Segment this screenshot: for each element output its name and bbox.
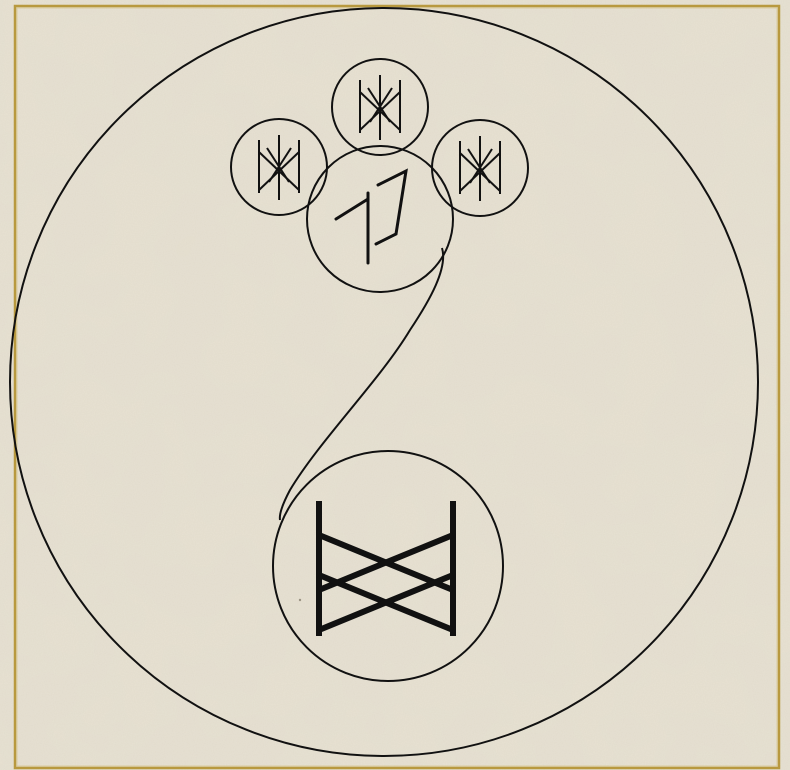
paper-speck [299, 599, 301, 601]
